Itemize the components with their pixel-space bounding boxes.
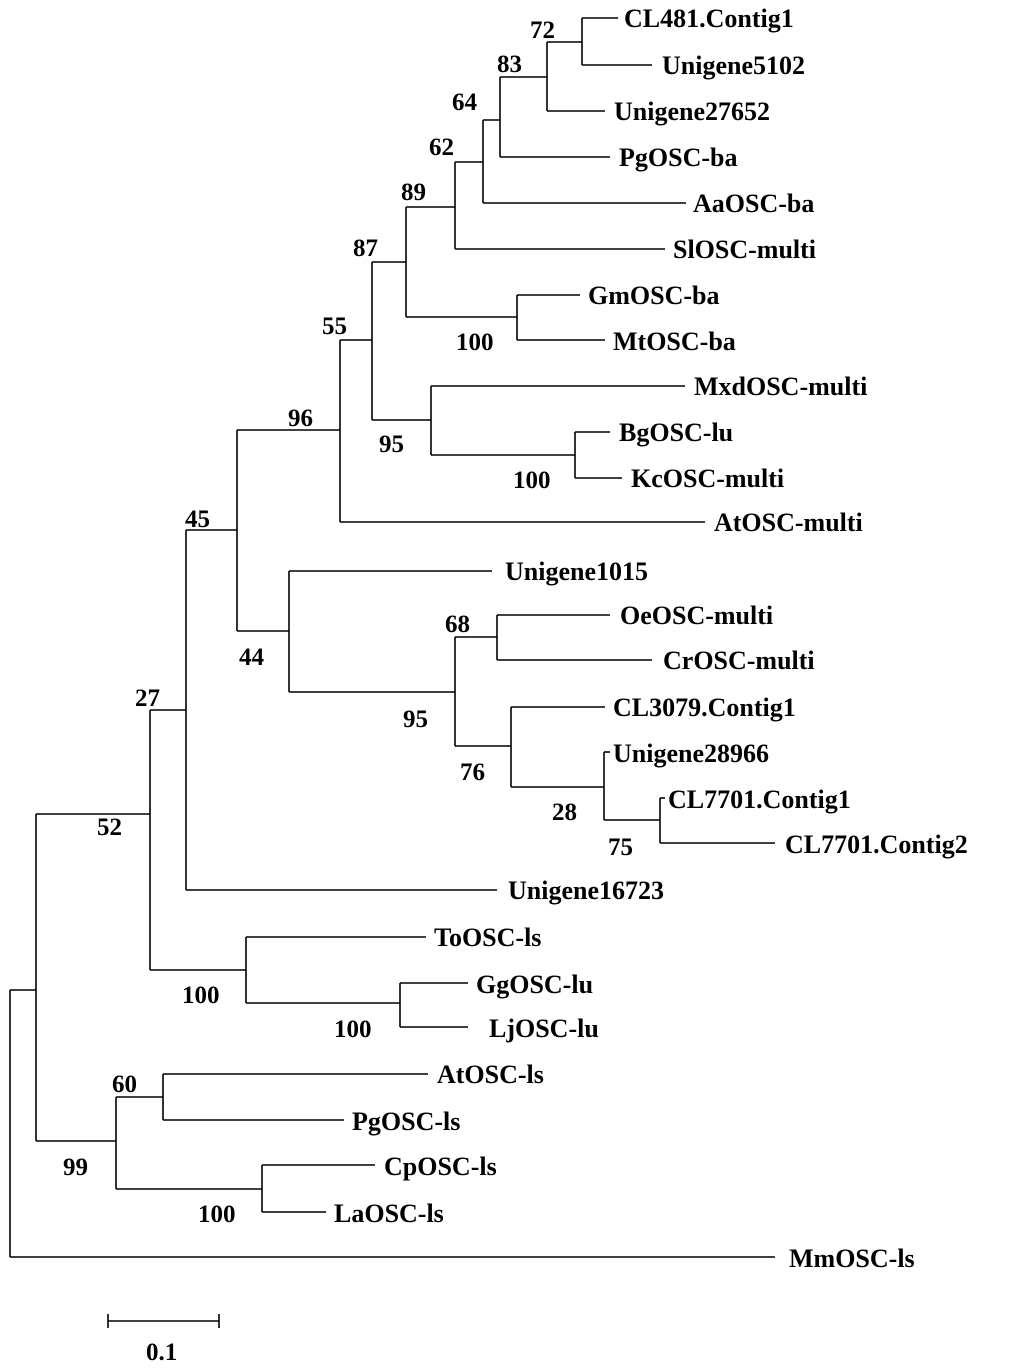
- scale-bar-label: 0.1: [146, 1339, 177, 1366]
- bootstrap-value: 99: [63, 1154, 88, 1181]
- leaf-label: PgOSC-ls: [352, 1107, 460, 1136]
- leaf-label: Unigene16723: [508, 876, 664, 905]
- leaf-label: CL3079.Contig1: [613, 693, 796, 722]
- leaf-label: GmOSC-ba: [588, 281, 719, 310]
- bootstrap-value: 44: [239, 644, 265, 671]
- bootstrap-value: 100: [513, 467, 551, 494]
- bootstrap-value: 89: [401, 179, 426, 206]
- leaf-label: MmOSC-ls: [789, 1244, 915, 1273]
- leaf-label: MtOSC-ba: [613, 327, 736, 356]
- bootstrap-value: 95: [403, 706, 428, 733]
- leaf-label: MxdOSC-multi: [694, 372, 867, 401]
- leaf-label: CL7701.Contig1: [668, 785, 851, 814]
- leaf-label: CrOSC-multi: [663, 646, 815, 675]
- bootstrap-value: 100: [334, 1016, 372, 1043]
- leaf-label: Unigene5102: [662, 51, 805, 80]
- bootstrap-value: 100: [198, 1201, 236, 1228]
- bootstrap-value: 60: [112, 1071, 137, 1098]
- bootstrap-value: 55: [322, 313, 347, 340]
- bootstrap-value: 87: [353, 235, 378, 262]
- bootstrap-value: 68: [445, 611, 470, 638]
- bootstrap-value: 52: [97, 814, 122, 841]
- leaf-label: Unigene27652: [614, 97, 770, 126]
- bootstrap-value: 45: [185, 506, 210, 533]
- leaf-label: LjOSC-lu: [489, 1014, 599, 1043]
- leaf-label: SlOSC-multi: [673, 235, 816, 264]
- leaf-label: CpOSC-ls: [384, 1152, 497, 1181]
- leaf-label: AtOSC-ls: [437, 1060, 544, 1089]
- leaf-label: BgOSC-lu: [619, 418, 733, 447]
- bootstrap-value: 75: [608, 834, 633, 861]
- bootstrap-value: 72: [530, 17, 555, 44]
- leaf-label: KcOSC-multi: [631, 464, 784, 493]
- bootstrap-value: 96: [288, 405, 313, 432]
- bootstrap-value: 100: [456, 329, 494, 356]
- branches: [9, 17, 775, 1258]
- scale-bar: 0.1: [107, 1314, 220, 1366]
- bootstrap-value: 27: [135, 685, 160, 712]
- bootstrap-value: 28: [552, 799, 577, 826]
- leaf-labels: CL481.Contig1 Unigene5102 Unigene27652 P…: [334, 4, 968, 1273]
- leaf-label: Unigene28966: [613, 739, 769, 768]
- leaf-label: AtOSC-multi: [714, 508, 863, 537]
- leaf-label: GgOSC-lu: [476, 970, 593, 999]
- leaf-label: LaOSC-ls: [334, 1199, 444, 1228]
- bootstrap-value: 64: [452, 89, 478, 116]
- leaf-label: CL7701.Contig2: [785, 830, 968, 859]
- bootstrap-value: 62: [429, 134, 454, 161]
- leaf-label: AaOSC-ba: [693, 189, 814, 218]
- leaf-label: PgOSC-ba: [619, 143, 737, 172]
- bootstrap-value: 100: [182, 982, 220, 1009]
- bootstrap-value: 76: [460, 759, 485, 786]
- bootstrap-value: 95: [379, 431, 404, 458]
- leaf-label: ToOSC-ls: [434, 923, 541, 952]
- leaf-label: CL481.Contig1: [624, 4, 794, 33]
- leaf-label: OeOSC-multi: [620, 601, 773, 630]
- bootstrap-values: 72 83 64 62 89 87 100 55 95 100 96 45 68…: [63, 17, 633, 1228]
- leaf-label: Unigene1015: [505, 557, 648, 586]
- bootstrap-value: 83: [497, 51, 522, 78]
